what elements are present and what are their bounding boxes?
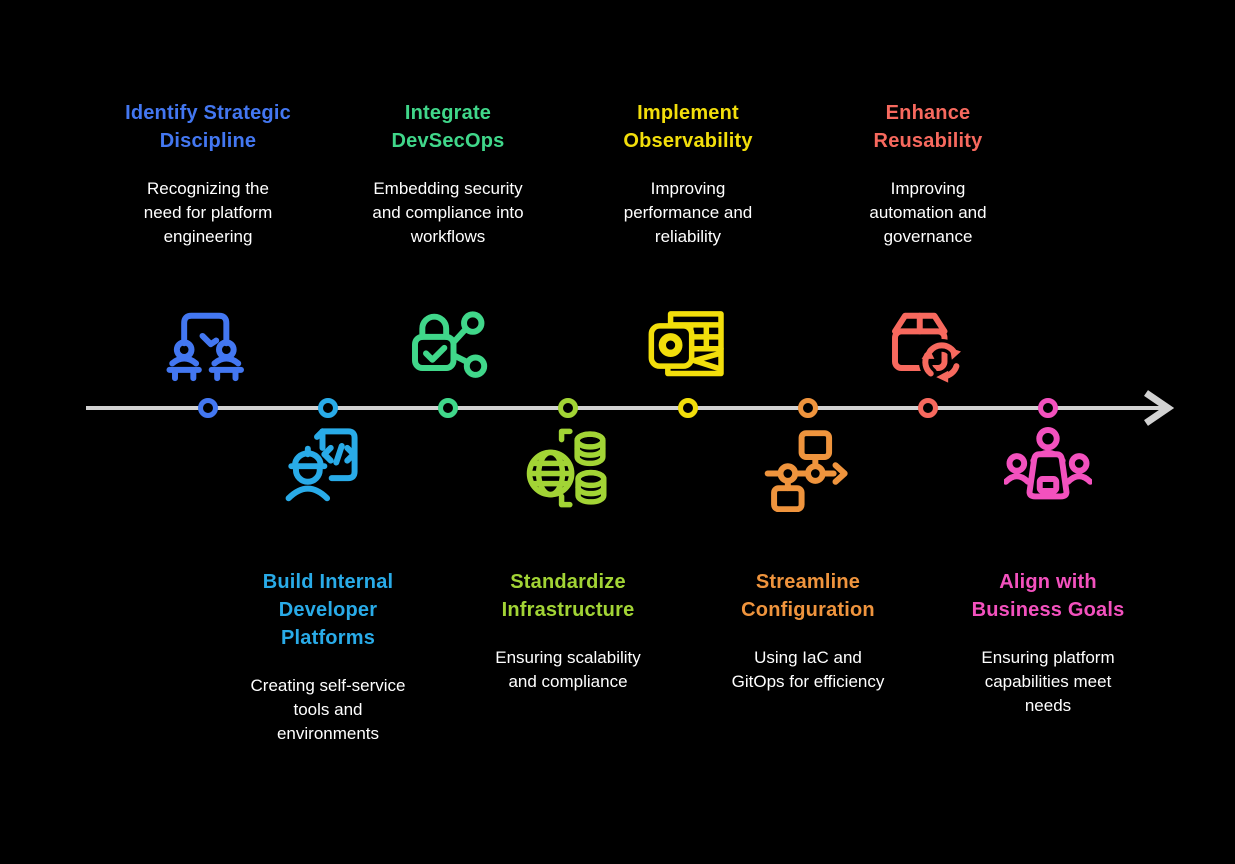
timeline-line [86, 406, 1164, 410]
engineer-code-document-icon [284, 424, 372, 512]
milestone-description: Improving performance and reliability [623, 179, 753, 246]
flowchart-arrow-icon [764, 424, 852, 512]
milestone-title: Implement Observability [623, 102, 753, 152]
milestone-text-block: Standardize Infrastructure Ensuring scal… [453, 568, 683, 694]
milestone-title: Standardize Infrastructure [501, 571, 635, 621]
milestone-text-block: Integrate DevSecOps Embedding security a… [333, 99, 563, 249]
milestone-description: Improving automation and governance [869, 179, 987, 246]
globe-database-icon [524, 424, 612, 512]
milestone-title: Build Internal Developer Platforms [262, 571, 394, 649]
milestone-title: Align with Business Goals [971, 571, 1125, 621]
milestone-title: Enhance Reusability [873, 102, 983, 152]
milestone-title: Integrate DevSecOps [391, 102, 505, 152]
milestone-description: Recognizing the need for platform engine… [143, 179, 273, 246]
milestone-description: Ensuring platform capabilities meet need… [981, 648, 1115, 715]
milestone-description: Embedding security and compliance into w… [372, 179, 524, 246]
milestone-description: Creating self-service tools and environm… [250, 676, 406, 743]
milestone-description: Ensuring scalability and compliance [495, 648, 641, 691]
milestone-title: Streamline Configuration [741, 571, 875, 621]
milestone-text-block: Align with Business Goals Ensuring platf… [933, 568, 1163, 718]
milestone-text-block: Implement Observability Improving perfor… [573, 99, 803, 249]
milestone-text-block: Identify Strategic Discipline Recognizin… [93, 99, 323, 249]
milestone-text-block: Streamline Configuration Using IaC and G… [693, 568, 923, 694]
milestone-title: Identify Strategic Discipline [125, 102, 291, 152]
observability-mail-grid-icon [644, 302, 732, 390]
milestone-text-block: Enhance Reusability Improving automation… [813, 99, 1043, 249]
team-meeting-icon [1004, 424, 1092, 512]
team-presentation-icon [164, 302, 252, 390]
milestone-text-block: Build Internal Developer Platforms Creat… [213, 568, 443, 746]
milestone-description: Using IaC and GitOps for efficiency [731, 648, 885, 691]
secure-lock-share-icon [404, 302, 492, 390]
package-recycle-icon [884, 302, 972, 390]
arrow-head-icon [1144, 390, 1174, 426]
